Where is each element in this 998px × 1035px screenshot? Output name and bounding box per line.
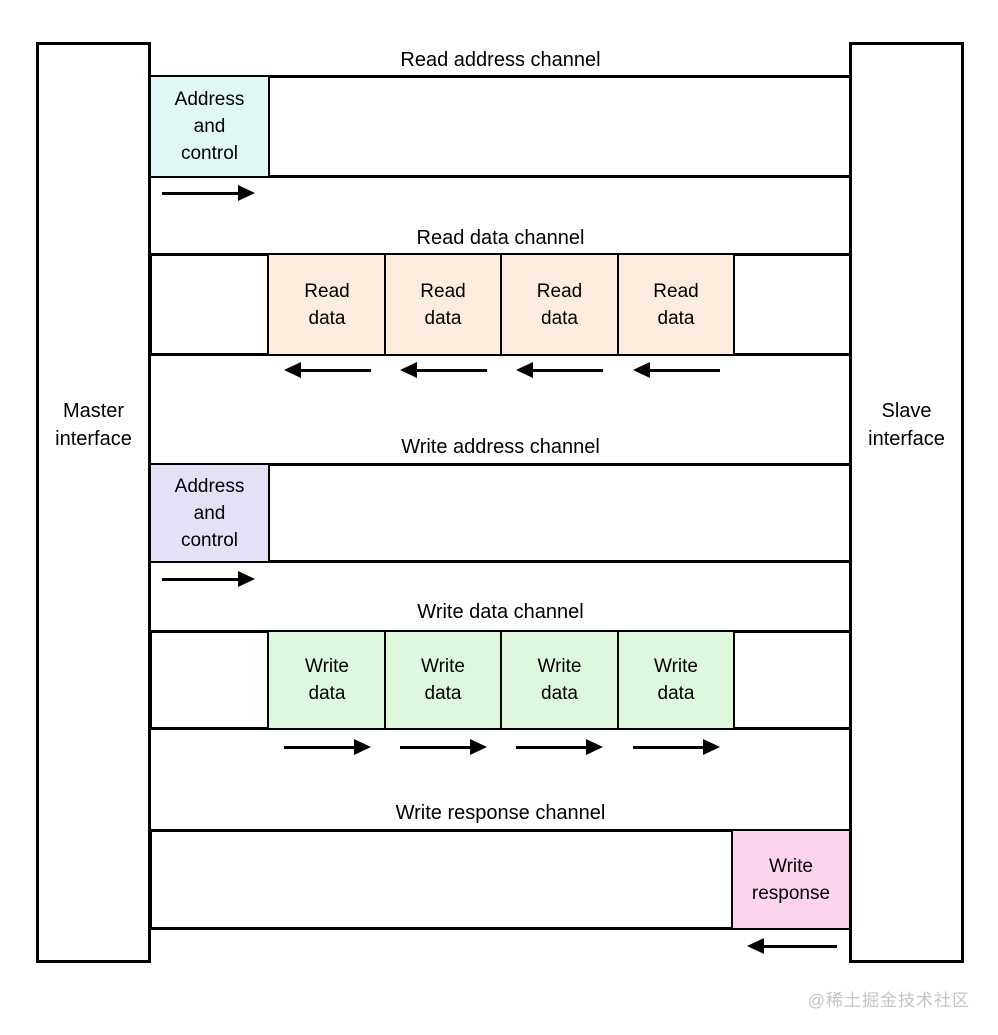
write-data-label-1: Write data bbox=[305, 656, 349, 704]
write-data-box-1: Write data bbox=[267, 630, 387, 730]
read-data-label-4: Read data bbox=[653, 280, 699, 329]
read-data-arrow-left-icon-4 bbox=[633, 362, 720, 378]
read-data-box-2: Read data bbox=[384, 253, 502, 356]
read-data-channel-title: Read data channel bbox=[416, 227, 585, 249]
write-address-control-box: Address and control bbox=[149, 463, 270, 563]
master-interface-box: Master interface bbox=[36, 42, 151, 963]
write-data-label-2: Write data bbox=[421, 656, 465, 704]
write-response-channel-title: Write response channel bbox=[395, 802, 606, 824]
read-data-box-4: Read data bbox=[617, 253, 735, 356]
write-data-label-3: Write data bbox=[537, 656, 582, 704]
write-data-arrow-right-icon-2 bbox=[400, 739, 487, 755]
read-data-arrow-left-icon-1 bbox=[284, 362, 371, 378]
write-data-box-4: Write data bbox=[617, 630, 735, 730]
write-data-arrow-right-icon-3 bbox=[516, 739, 603, 755]
read-data-label-1: Read data bbox=[304, 280, 350, 329]
write-response-label: Write response bbox=[751, 855, 831, 904]
master-interface-label: Master interface bbox=[55, 400, 132, 450]
write-address-arrow-right-icon bbox=[162, 571, 255, 587]
write-response-box: Write response bbox=[731, 829, 851, 930]
write-data-arrow-right-icon-4 bbox=[633, 739, 720, 755]
write-data-channel-title: Write data channel bbox=[417, 601, 584, 623]
read-address-control-box: Address and control bbox=[149, 75, 270, 178]
write-data-box-2: Write data bbox=[384, 630, 502, 730]
write-address-control-label: Address and control bbox=[174, 475, 245, 551]
read-data-arrow-left-icon-2 bbox=[400, 362, 487, 378]
read-address-arrow-right-icon bbox=[162, 185, 255, 201]
write-data-arrow-right-icon-1 bbox=[284, 739, 371, 755]
slave-interface-label: Slave interface bbox=[868, 400, 945, 450]
read-address-control-label: Address and control bbox=[174, 89, 245, 164]
slave-interface-box: Slave interface bbox=[849, 42, 964, 963]
write-data-box-3: Write data bbox=[500, 630, 619, 730]
read-data-arrow-left-icon-3 bbox=[516, 362, 603, 378]
read-data-label-3: Read data bbox=[536, 280, 583, 329]
write-data-label-4: Write data bbox=[654, 656, 698, 704]
write-response-arrow-left-icon bbox=[747, 938, 837, 954]
watermark-text: @稀土掘金技术社区 bbox=[807, 991, 970, 1010]
read-data-box-1: Read data bbox=[267, 253, 387, 356]
write-address-channel-title: Write address channel bbox=[401, 436, 600, 458]
read-data-box-3: Read data bbox=[500, 253, 619, 356]
read-data-label-2: Read data bbox=[420, 280, 466, 329]
read-address-channel-title: Read address channel bbox=[400, 49, 601, 71]
